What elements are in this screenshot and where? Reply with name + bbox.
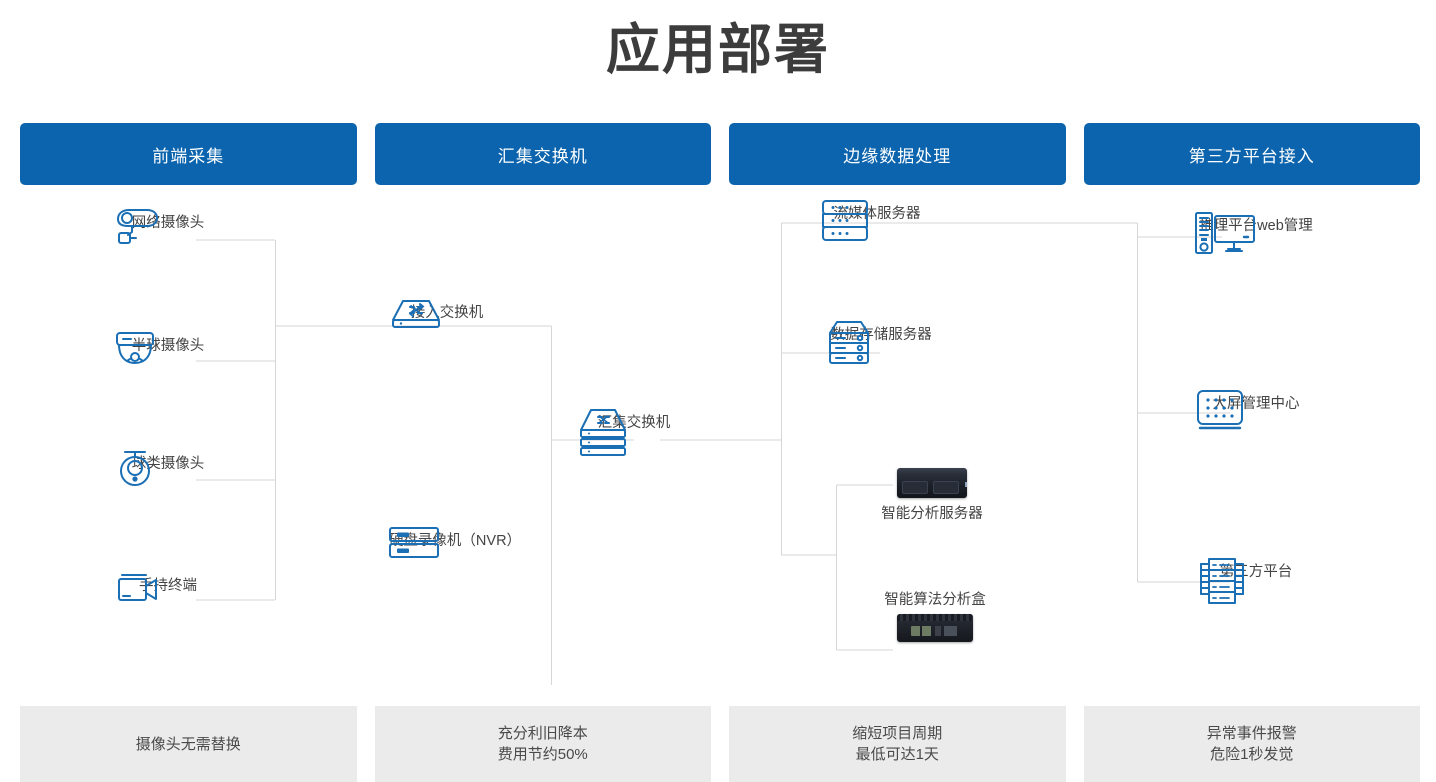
node-label: 智能分析服务器 — [881, 506, 983, 522]
rack-1u-photo-icon — [897, 468, 967, 498]
bullet-camera-icon — [117, 209, 158, 244]
benefit-line-2: 危险1秒发觉 — [1210, 746, 1294, 763]
benefit-card-4: 异常事件报警 危险1秒发觉 — [1083, 706, 1420, 782]
node-storage-server[interactable]: 数据存储服务器 — [821, 319, 941, 364]
node-label: 大屏管理中心 — [1212, 396, 1300, 412]
node-label: 网络摄像头 — [131, 215, 205, 231]
node-stream-server[interactable]: 流媒体服务器 — [817, 198, 937, 241]
node-nvr[interactable]: 硬盘录像机（NVR） — [385, 525, 525, 558]
node-dome-camera[interactable]: 半球摄像头 — [108, 330, 228, 364]
node-ai-box[interactable]: 智能算法分析盒 — [860, 590, 1010, 642]
column-header-third-party-access[interactable]: 第三方平台接入 — [1083, 123, 1420, 185]
node-label: 推理平台web管理 — [1199, 218, 1313, 234]
desktop-pc-icon — [1195, 212, 1255, 254]
benefit-line-2: 费用节约50% — [497, 746, 588, 763]
node-label: 接入交换机 — [410, 305, 484, 321]
page-title: 应用部署 — [606, 20, 830, 80]
benefit-card-2: 充分利旧降本 费用节约50% — [374, 706, 711, 782]
node-video-wall[interactable]: 大屏管理中心 — [1192, 388, 1320, 430]
benefit-card-1: 摄像头无需替换 — [20, 706, 357, 782]
rack-server-icon — [822, 200, 868, 241]
node-analysis-server[interactable]: 智能分析服务器 — [867, 468, 997, 524]
benefit-line-1: 异常事件报警 — [1206, 725, 1297, 742]
node-handheld-terminal[interactable]: 手持终端 — [108, 570, 228, 601]
column-header-aggregation-switch[interactable]: 汇集交换机 — [374, 123, 711, 185]
node-ptz-camera[interactable]: 球类摄像头 — [108, 448, 228, 486]
benefit-line-1: 充分利旧降本 — [497, 725, 588, 742]
node-web-platform[interactable]: 推理平台web管理 — [1192, 210, 1320, 254]
nvr-icon — [389, 527, 439, 558]
benefit-card-3: 缩短项目周期 最低可达1天 — [729, 706, 1066, 782]
camcorder-icon — [118, 574, 157, 601]
dome-camera-icon — [116, 332, 154, 364]
ai-box-photo-icon — [897, 614, 973, 642]
node-third-party-platform[interactable]: 第三方平台 — [1192, 556, 1320, 604]
node-label: 智能算法分析盒 — [884, 592, 986, 608]
column-header-edge-processing[interactable]: 边缘数据处理 — [729, 123, 1066, 185]
node-label: 流媒体服务器 — [833, 206, 921, 222]
connector-lines — [196, 222, 1230, 685]
node-aggregation-switch[interactable]: 汇集交换机 — [574, 407, 694, 456]
node-label: 汇集交换机 — [597, 415, 671, 431]
benefit-cards: 摄像头无需替换 充分利旧降本 费用节约50% 缩短项目周期 最低可达1天 异常事… — [20, 706, 1420, 782]
architecture-diagram: 网络摄像头 半球摄像头 球类摄像头 — [0, 185, 1436, 685]
column-header-bar: 前端采集 汇集交换机 边缘数据处理 第三方平台接入 — [20, 123, 1420, 185]
benefit-line-2: 最低可达1天 — [855, 746, 939, 763]
column-header-front-end[interactable]: 前端采集 — [20, 123, 357, 185]
node-label: 球类摄像头 — [131, 456, 205, 472]
node-ip-camera[interactable]: 网络摄像头 — [108, 207, 228, 244]
node-label: 数据存储服务器 — [830, 327, 932, 343]
benefit-line-1: 缩短项目周期 — [852, 725, 943, 742]
benefit-line-1: 摄像头无需替换 — [135, 735, 241, 753]
stacked-switch-icon — [580, 409, 626, 456]
ptz-camera-icon — [120, 451, 150, 486]
node-access-switch[interactable]: 接入交换机 — [387, 297, 507, 328]
switch-icon — [392, 300, 440, 328]
video-wall-icon — [1197, 390, 1243, 430]
rack-cabinet-icon — [1200, 558, 1244, 604]
storage-server-icon — [829, 321, 869, 364]
